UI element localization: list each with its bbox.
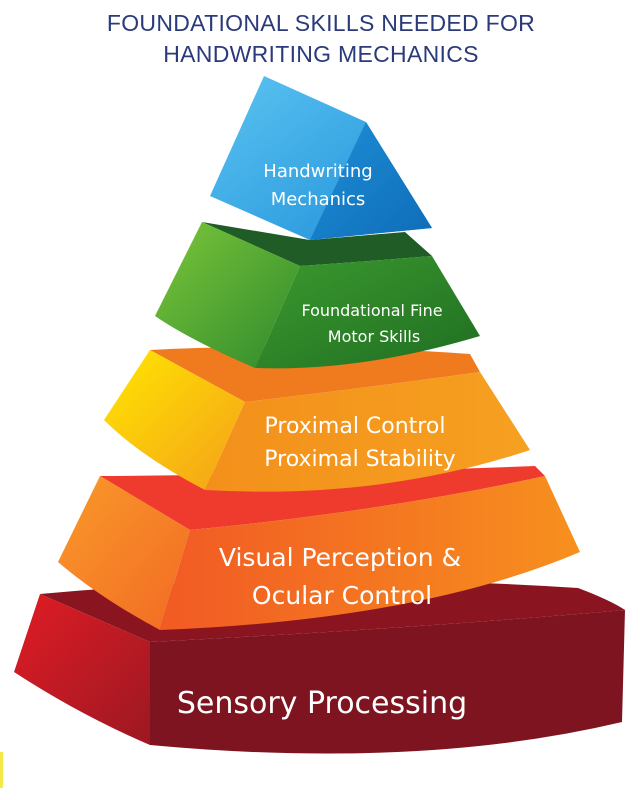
tier-2-top-face [202,222,432,266]
tier-proximal-control: Proximal Control Proximal Stability [104,346,530,492]
tier-4-label-line-1: Visual Perception & [219,543,461,572]
tier-2-front-face [255,256,480,369]
tier-3-label-line-2: Proximal Stability [264,447,455,472]
tier-4-front-face [160,476,580,630]
tier-1-right-face [310,122,432,240]
edge-marker [0,752,3,788]
tier-3-left-face [104,350,245,490]
tier-3-top-face [150,346,480,402]
title-line-2: HANDWRITING MECHANICS [163,41,479,67]
tier-5-left-face [14,594,150,745]
tier-3-front-face [205,372,530,492]
tier-4-label-line-2: Ocular Control [252,581,432,610]
tier-5-front-face [150,610,625,754]
diagram-title: FOUNDATIONAL SKILLS NEEDED FOR HANDWRITI… [0,8,642,70]
tier-handwriting-mechanics: Handwriting Mechanics [210,76,432,240]
tier-1-label-line-2: Mechanics [271,189,366,210]
tier-4-left-face [58,476,190,630]
tier-fine-motor: Foundational Fine Motor Skills [155,222,480,369]
title-line-1: FOUNDATIONAL SKILLS NEEDED FOR [106,10,536,36]
tier-5-label: Sensory Processing [177,686,467,721]
tier-2-label-line-1: Foundational Fine [301,301,442,320]
tier-2-left-face [155,222,300,368]
tier-3-label-line-1: Proximal Control [265,414,446,439]
tier-2-label-line-2: Motor Skills [328,327,420,346]
tier-1-label-line-1: Handwriting [263,161,372,182]
